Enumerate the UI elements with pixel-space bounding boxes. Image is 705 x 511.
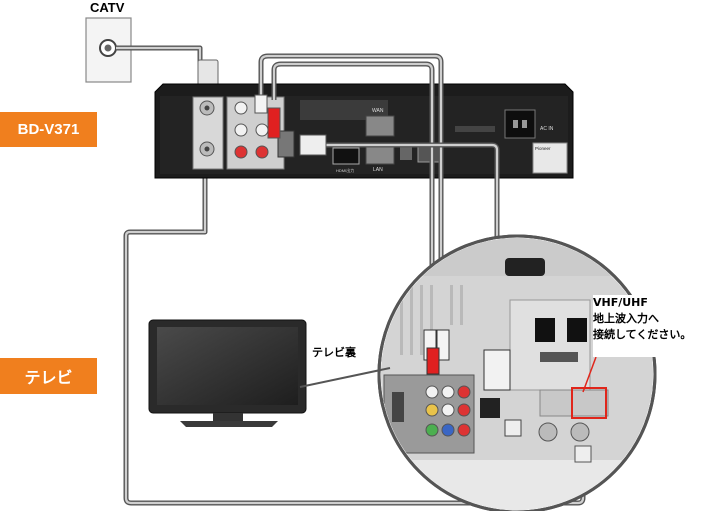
television [148,319,307,427]
uhf-input-highlight [571,387,607,419]
uhf-instruction-callout: VHF/UHF 地上波入力へ 接続してください。 [593,295,705,357]
callout-line-3: 接続してください。 [593,328,692,341]
hdmi-plug-tv [483,349,511,391]
rca-plug-red-tv [426,347,440,375]
rca-plug-red-device [267,107,281,139]
ac-in-label: AC IN [540,126,554,132]
callout-line-1: VHF/UHF [593,296,648,309]
bd-device-back-panel: HDMI出力 WAN LAN AC IN Pioneer [154,83,574,179]
catv-label: CATV [90,0,125,15]
device-brand-label: Pioneer [535,146,551,151]
wan-port-label: WAN [372,108,384,114]
hdmi-port-label: HDMI出力 [336,167,354,173]
hdmi-plug-device [299,134,327,156]
tv-name-tag: テレビ [0,358,97,394]
device-name-tag: BD-V371 [0,112,97,147]
coax-plug-tv [574,445,592,463]
tv-back-label: テレビ裏 [312,346,356,359]
lan-port-label: LAN [373,167,383,173]
tv-back-zoom [377,234,657,511]
callout-line-2: 地上波入力へ [593,312,659,325]
callout-leader [299,367,391,388]
rca-plug-white-device [254,94,268,114]
